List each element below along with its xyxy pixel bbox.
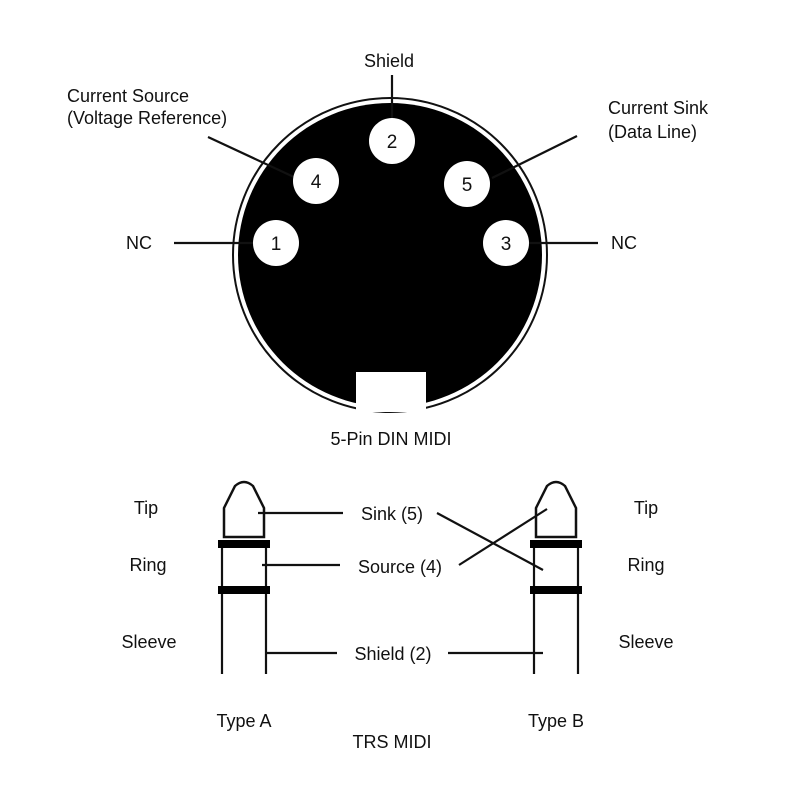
din-caption: 5-Pin DIN MIDI xyxy=(330,429,451,449)
trs-b-tip xyxy=(534,480,578,539)
type-a-sleeve-label: Sleeve xyxy=(121,632,176,652)
trs-plug-type-a xyxy=(218,480,270,674)
trs-b-insulator-bottom xyxy=(530,586,582,594)
current-sink-label: Current Sink xyxy=(608,98,709,118)
din-pin-5: 5 xyxy=(444,161,490,207)
din-pin-2: 2 xyxy=(369,118,415,164)
type-b-sink-cross-wire xyxy=(436,512,544,571)
din-pin-3: 3 xyxy=(483,220,529,266)
type-a-ring-label: Ring xyxy=(129,555,166,575)
shield-label: Shield xyxy=(364,51,414,71)
type-b-caption: Type B xyxy=(528,711,584,731)
nc-right-label: NC xyxy=(611,233,637,253)
source-signal-label: Source (4) xyxy=(358,557,442,577)
data-line-label: (Data Line) xyxy=(608,122,697,142)
trs-caption: TRS MIDI xyxy=(353,732,432,752)
current-source-label: Current Source xyxy=(67,86,189,106)
shield-signal-label: Shield (2) xyxy=(354,644,431,664)
din-pin-2-label: 2 xyxy=(387,132,398,153)
trs-a-insulator-bottom xyxy=(218,586,270,594)
type-b-ring-label: Ring xyxy=(627,555,664,575)
trs-a-tip xyxy=(222,480,266,539)
trs-signal-wires xyxy=(258,508,548,655)
din-pin-4: 4 xyxy=(293,158,339,204)
nc-left-label: NC xyxy=(126,233,152,253)
din-pin-4-label: 4 xyxy=(311,172,322,193)
din-key-notch xyxy=(356,372,426,412)
sink-signal-label: Sink (5) xyxy=(361,504,423,524)
voltage-reference-label: (Voltage Reference) xyxy=(67,108,227,128)
trs-a-insulator-top xyxy=(218,540,270,548)
current-sink-leader-line xyxy=(491,135,578,179)
din-pin-1: 1 xyxy=(253,220,299,266)
type-b-sleeve-label: Sleeve xyxy=(618,632,673,652)
current-source-leader-line xyxy=(207,136,297,179)
din-pin-1-label: 1 xyxy=(271,234,282,255)
type-a-tip-label: Tip xyxy=(134,498,158,518)
trs-plug-type-b xyxy=(530,480,582,674)
trs-b-insulator-top xyxy=(530,540,582,548)
din-pin-5-label: 5 xyxy=(462,175,473,196)
din-connector: 2 4 5 1 3 Shield Current Source (Voltage… xyxy=(67,51,709,449)
type-b-source-cross-wire xyxy=(458,508,548,566)
type-b-tip-label: Tip xyxy=(634,498,658,518)
type-a-caption: Type A xyxy=(216,711,271,731)
din-pin-3-label: 3 xyxy=(501,234,512,255)
